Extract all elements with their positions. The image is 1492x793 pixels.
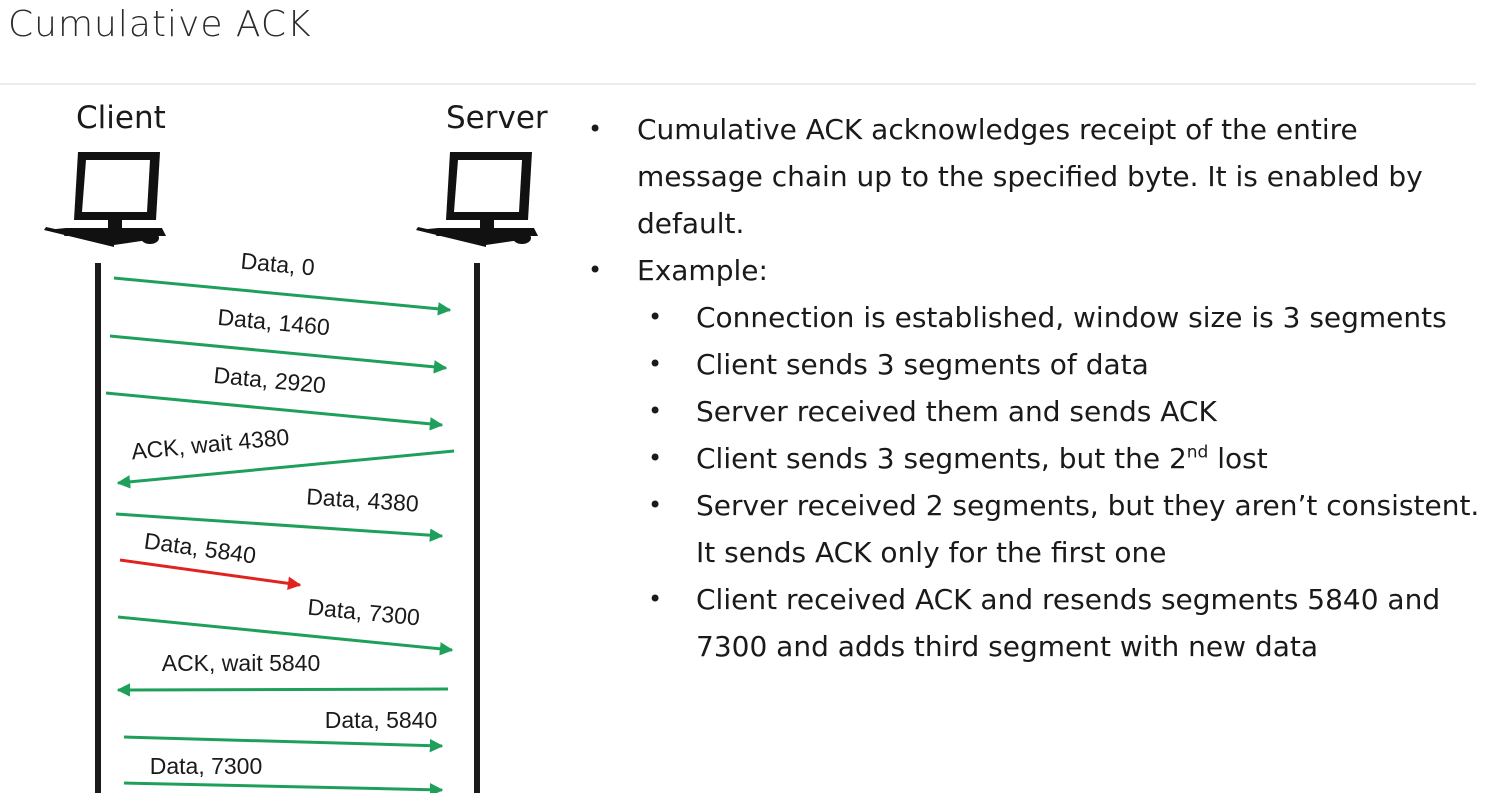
bullet-dot-icon: •: [648, 397, 663, 425]
example-step-3: • Server received them and sends ACK: [580, 388, 1485, 435]
message-label: ACK, wait 4380: [130, 424, 290, 465]
message-label: Data, 1460: [217, 304, 331, 340]
ordinal-suffix: nd: [1186, 442, 1209, 463]
example-step-2: • Client sends 3 segments of data: [580, 341, 1485, 388]
message-arrow: [105, 391, 444, 431]
message-5: Data, 4380: [115, 483, 444, 542]
message-label: Data, 0: [240, 248, 316, 281]
message-label: Data, 7300: [150, 753, 263, 779]
message-2: Data, 1460: [109, 304, 448, 374]
message-label: Data, 7300: [307, 594, 422, 631]
bullet-example: • Example:: [580, 247, 1485, 294]
step-text-end: lost: [1208, 442, 1268, 475]
sequence-diagram: Data, 0 Data, 1460 Data, 2920 ACK, wait …: [0, 0, 570, 793]
message-9: Data, 5840: [123, 707, 444, 753]
message-label: Data, 4380: [306, 483, 420, 516]
sequence-diagram-canvas: Data, 0 Data, 1460 Data, 2920 ACK, wait …: [44, 152, 538, 793]
message-6-lost: Data, 5840: [119, 528, 302, 591]
bullet-text: Cumulative ACK acknowledges receipt of t…: [637, 113, 1423, 240]
bullet-dot-icon: •: [648, 585, 663, 613]
step-text: Server received 2 segments, but they are…: [696, 489, 1480, 569]
explanation-list: • Cumulative ACK acknowledges receipt of…: [580, 106, 1485, 670]
computer-icon: [416, 152, 538, 247]
slide-title: Cumulative ACK: [8, 4, 312, 45]
step-text: Server received them and sends ACK: [696, 395, 1217, 428]
example-step-6: • Client received ACK and resends segmen…: [580, 576, 1485, 670]
bullet-dot-icon: •: [648, 491, 663, 519]
message-arrow: [117, 615, 454, 656]
message-label: Data, 5840: [325, 707, 438, 733]
title-divider: [0, 83, 1476, 85]
client-label: Client: [76, 100, 166, 136]
bullet-dot-icon: •: [588, 256, 603, 284]
message-arrow: [123, 735, 444, 753]
message-arrow: [109, 334, 448, 374]
step-text: Connection is established, window size i…: [696, 301, 1447, 334]
message-arrow: [116, 449, 455, 489]
bullet-dot-icon: •: [588, 115, 603, 143]
step-text: Client sends 3 segments, but the 2: [696, 442, 1187, 475]
message-arrow: [113, 276, 452, 316]
bullet-dot-icon: •: [648, 303, 663, 331]
message-label: Data, 2920: [213, 362, 327, 398]
message-8: ACK, wait 5840: [116, 650, 449, 697]
message-4: ACK, wait 4380: [116, 424, 455, 489]
message-arrow: [116, 683, 449, 697]
server-label: Server: [446, 100, 548, 136]
message-3: Data, 2920: [105, 362, 444, 431]
bullet-text: Example:: [637, 254, 768, 287]
message-label: ACK, wait 5840: [162, 650, 321, 676]
message-7: Data, 7300: [117, 594, 454, 656]
message-10: Data, 7300: [123, 753, 444, 793]
example-step-1: • Connection is established, window size…: [580, 294, 1485, 341]
example-step-5: • Server received 2 segments, but they a…: [580, 482, 1485, 576]
example-step-4: • Client sends 3 segments, but the 2nd l…: [580, 435, 1485, 482]
message-arrow: [115, 512, 444, 542]
bullet-dot-icon: •: [648, 444, 663, 472]
message-label: Data, 5840: [143, 528, 258, 569]
bullet-intro: • Cumulative ACK acknowledges receipt of…: [580, 106, 1485, 247]
step-text: Client received ACK and resends segments…: [696, 583, 1441, 663]
message-arrow: [119, 558, 302, 591]
step-text: Client sends 3 segments of data: [696, 348, 1149, 381]
computer-icon: [44, 152, 166, 247]
message-1: Data, 0: [113, 248, 452, 316]
bullet-dot-icon: •: [648, 350, 663, 378]
message-arrow: [123, 781, 444, 793]
